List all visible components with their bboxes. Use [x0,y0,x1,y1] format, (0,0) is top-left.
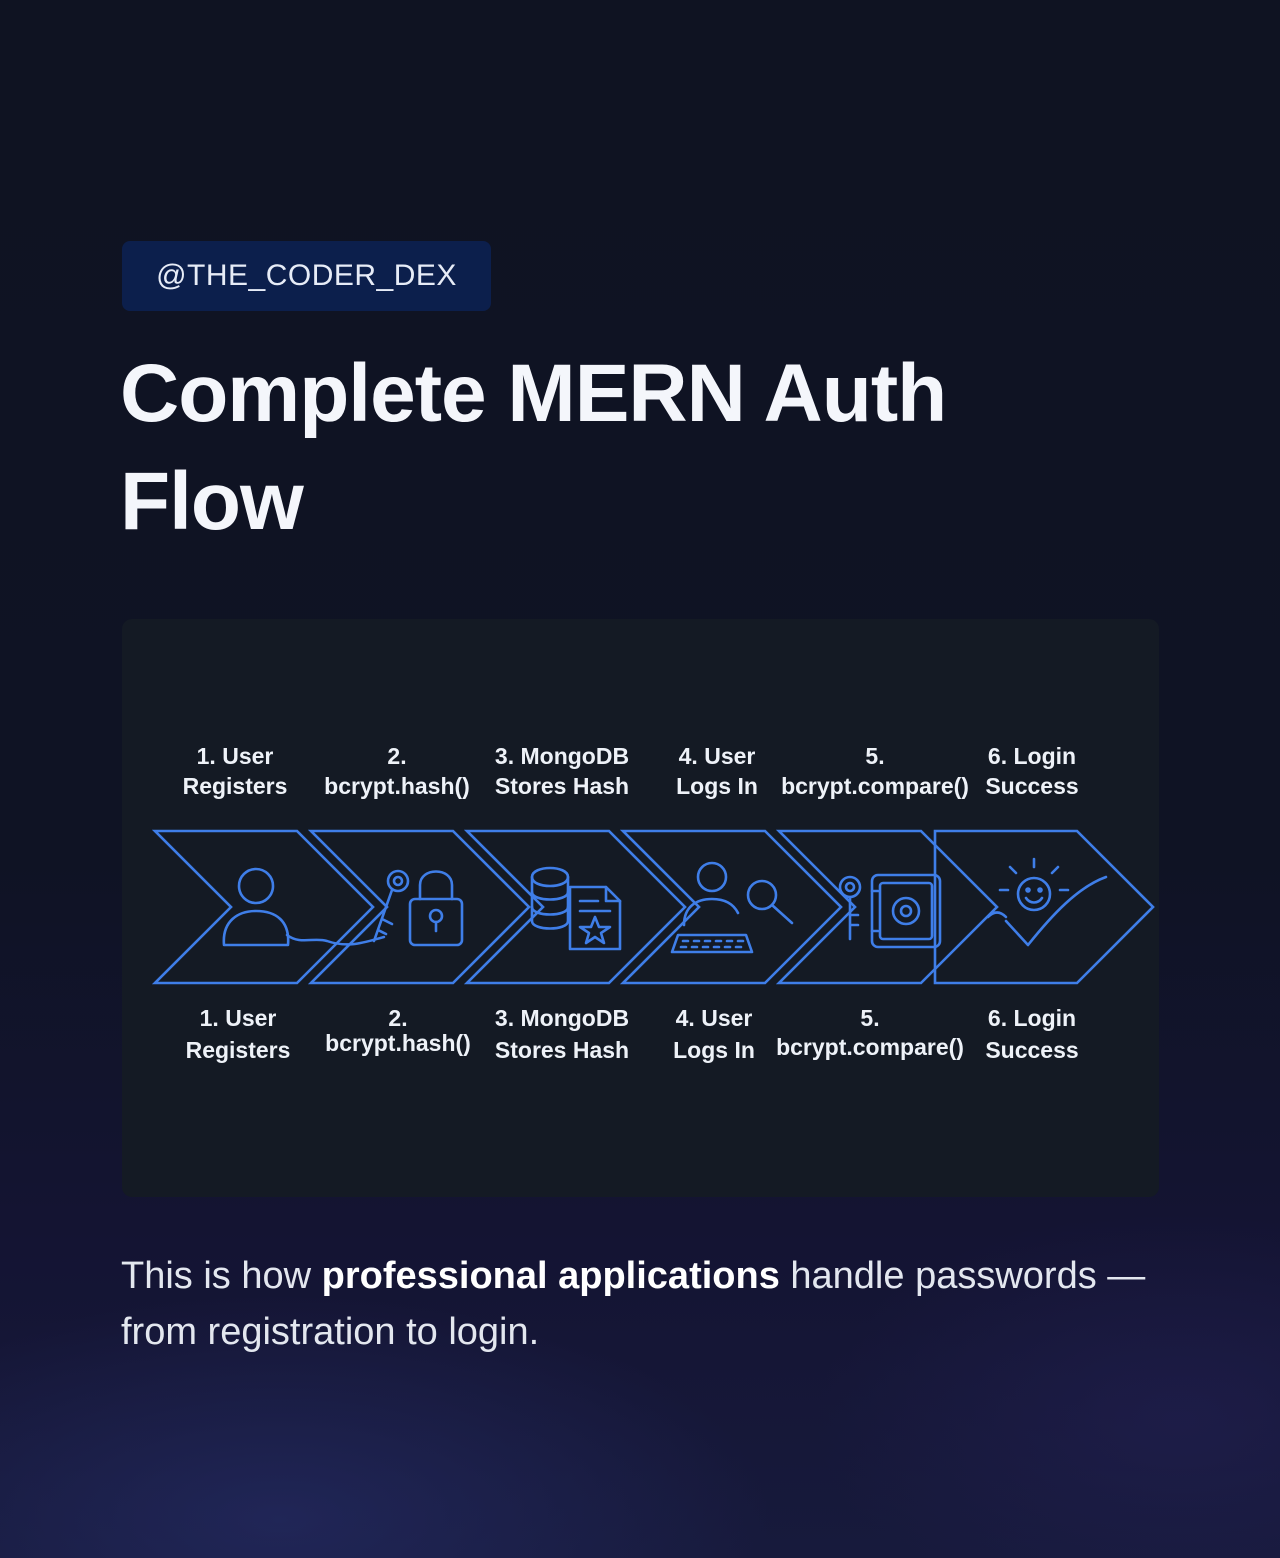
top-label-3-line1: 3. MongoDB [495,743,629,769]
page-title: Complete MERN Auth Flow [120,340,1120,556]
author-handle: @THE_CODER_DEX [156,259,457,292]
caption-lead: This is how [121,1255,322,1297]
caption: This is how professional applications ha… [121,1248,1161,1360]
bottom-label-5-line1: 5. [860,1005,879,1031]
chevron-step-3 [463,829,687,985]
top-label-5-line1: 5. [865,743,884,769]
bottom-label-2-line2: bcrypt.hash() [325,1030,471,1056]
bottom-label-3-line1: 3. MongoDB [495,1005,629,1031]
smiley-checkmark-icon [986,857,1108,947]
chevron-step-1 [151,829,375,985]
top-label-4-line2: Logs In [676,773,758,799]
top-label-2-line1: 2. [387,743,406,769]
connector-line [285,933,386,946]
caption-tail: handle passwords — from registration to … [121,1255,1146,1353]
top-label-2-line2: bcrypt.hash() [324,773,470,799]
bottom-label-1-line2: Registers [186,1037,291,1063]
chevron-step-6 [933,829,1155,985]
chevron-step-5 [775,829,999,985]
top-label-3-line2: Stores Hash [495,773,629,799]
user-search-keyboard-icon [670,861,794,954]
database-document-icon [530,866,622,951]
chevron-row [151,829,1155,985]
key-safe-icon [838,873,942,949]
bottom-label-1-line1: 1. User [200,1005,277,1031]
chevron-step-4 [619,829,843,985]
bottom-label-5-line2: bcrypt.compare() [776,1034,964,1060]
title-line-1: Complete MERN Auth [120,348,947,439]
bottom-label-4-line2: Logs In [673,1037,755,1063]
top-label-1-line2: Registers [183,773,288,799]
top-label-6-line1: 6. Login [988,743,1076,769]
key-lock-icon [372,869,464,947]
user-icon [222,867,290,947]
top-label-4-line1: 4. User [679,743,756,769]
top-label-6-line2: Success [985,773,1078,799]
author-handle-badge: @THE_CODER_DEX [122,241,491,311]
title-line-2: Flow [120,456,304,547]
bottom-label-6-line1: 6. Login [988,1005,1076,1031]
chevron-step-2 [307,829,531,985]
top-label-1-line1: 1. User [197,743,274,769]
top-label-5-line2: bcrypt.compare() [781,773,969,799]
bottom-label-2-line1: 2. [388,1005,407,1031]
bottom-label-4-line1: 4. User [676,1005,753,1031]
step-icons [222,857,1108,954]
bottom-label-3-line2: Stores Hash [495,1037,629,1063]
caption-emphasis: professional applications [321,1255,780,1297]
bottom-label-6-line2: Success [985,1037,1078,1063]
